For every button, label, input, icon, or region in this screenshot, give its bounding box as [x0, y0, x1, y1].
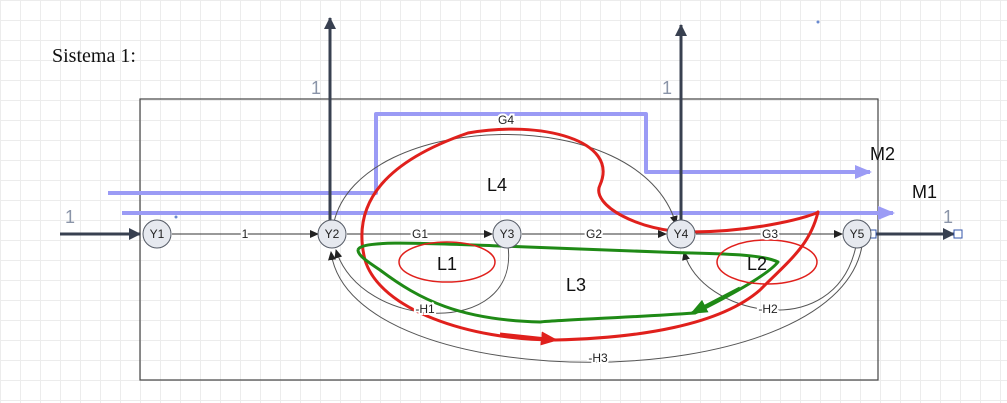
node-y3-label: Y3: [500, 227, 515, 241]
edge-label-y2-y3: G1: [412, 227, 428, 241]
stray-dot: [174, 215, 178, 219]
loop-label-l4: L4: [487, 175, 507, 195]
input-gain-label: 1: [65, 207, 75, 227]
y5-output-gain-label: 1: [943, 207, 953, 227]
y2-output-gain-label: 1: [311, 78, 321, 98]
stray-dot: [816, 20, 820, 24]
node-y5[interactable]: Y5: [842, 219, 872, 249]
node-y2[interactable]: Y2: [317, 219, 347, 249]
node-y4[interactable]: Y4: [666, 219, 696, 249]
node-y1[interactable]: Y1: [142, 219, 172, 249]
edge-label-y1-y2: 1: [242, 227, 249, 241]
loop-l4-red-outline: [360, 127, 820, 342]
diagram-title: Sistema 1:: [52, 45, 136, 67]
loop-l2-ellipse: [716, 239, 818, 285]
node-y1-label: Y1: [150, 227, 165, 241]
edge-y2-y4-arc: [333, 134, 678, 225]
y4-output-gain-label: 1: [662, 78, 672, 98]
edge-label-y5-y2: -H3: [588, 351, 608, 365]
output-handle-end: [953, 229, 963, 239]
node-y3[interactable]: Y3: [492, 219, 522, 249]
edge-label-y4-y5: G3: [762, 227, 778, 241]
edge-label-y3-y4: G2: [586, 227, 602, 241]
edge-y5-y4-feedback: [682, 245, 857, 311]
edge-y3-y2-feedback: [334, 245, 510, 314]
edge-label-y3-y2: -H1: [415, 302, 435, 316]
loop-l1-ellipse: [398, 241, 496, 283]
edge-label-y5-y4: -H2: [758, 302, 778, 316]
node-y4-label: Y4: [674, 227, 689, 241]
loop-label-l3: L3: [566, 275, 586, 295]
edge-y5-y2-feedback: [328, 245, 863, 363]
node-y2-label: Y2: [325, 227, 340, 241]
red-loop-arrow: [499, 331, 558, 346]
node-y5-label: Y5: [850, 227, 865, 241]
path-label-m1: M1: [912, 182, 937, 202]
loop-label-l1: L1: [437, 254, 457, 274]
loop-label-l2: L2: [747, 254, 767, 274]
path-label-m2: M2: [870, 144, 895, 164]
green-loop-arrow: [690, 286, 741, 315]
edge-label-y2-y4: G4: [498, 113, 514, 127]
